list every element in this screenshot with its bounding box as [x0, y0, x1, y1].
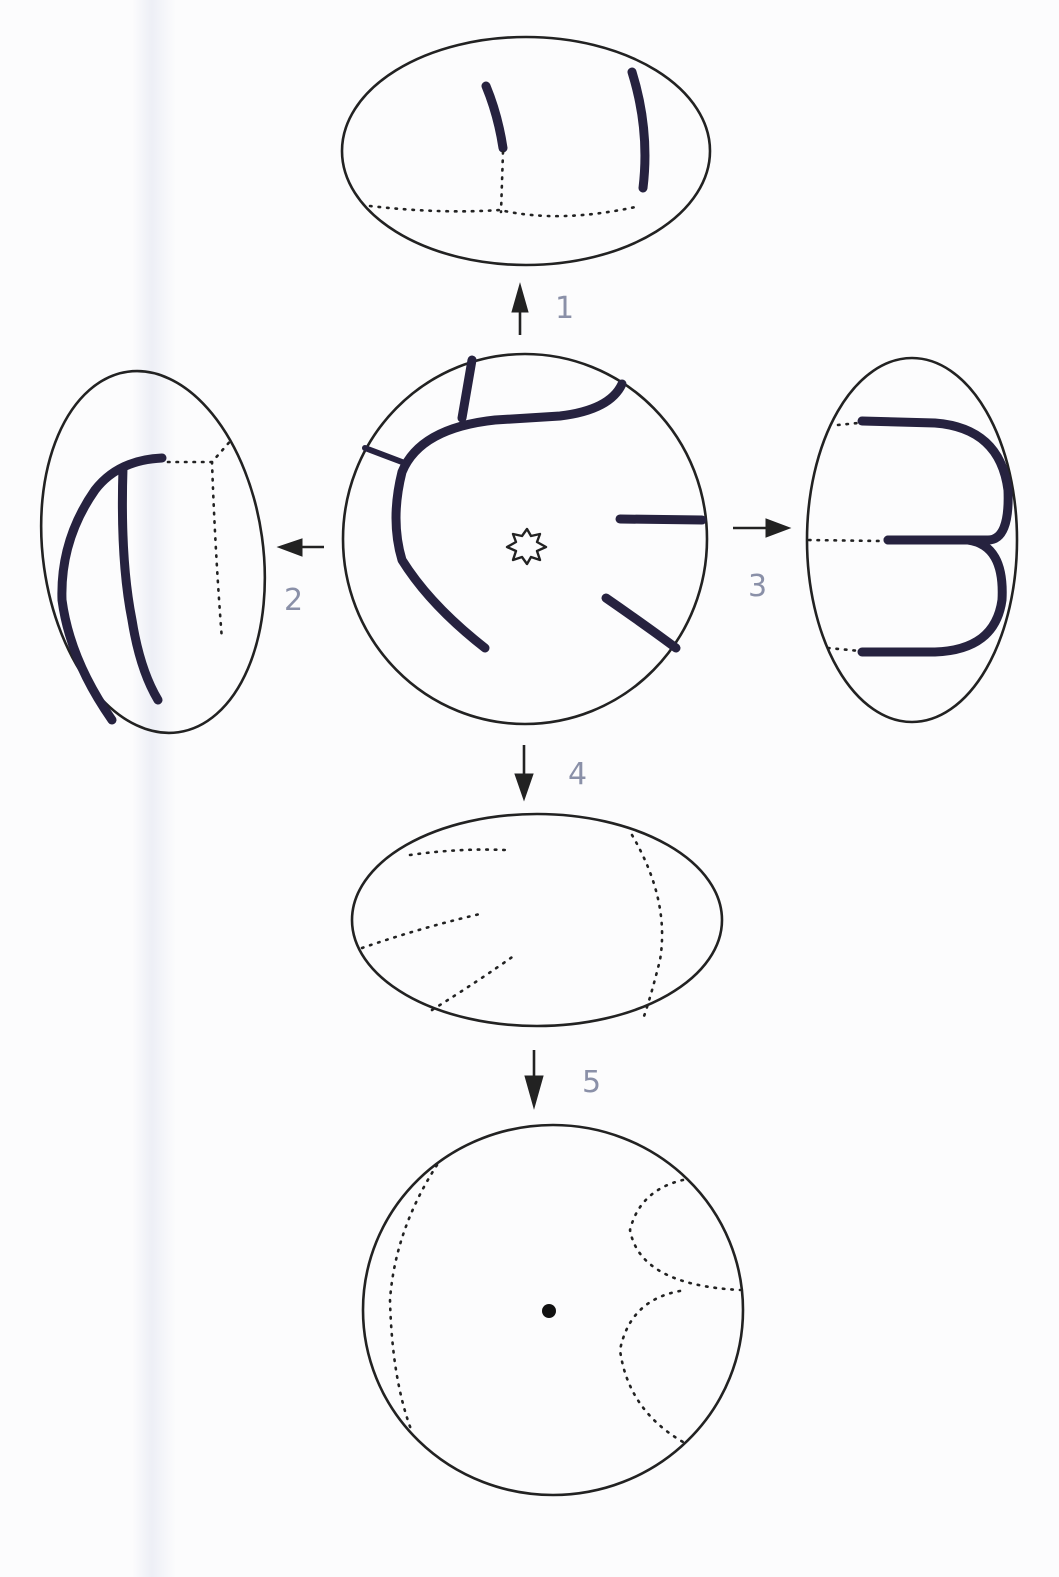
top-view: [342, 37, 710, 265]
left-dotted-vertical: [212, 462, 222, 640]
right-curve-upper: [862, 421, 1008, 540]
arrow-1-up: [512, 284, 528, 335]
bottom-view: [363, 1125, 743, 1495]
center-line-right: [620, 519, 702, 520]
center-dot: [542, 1304, 556, 1318]
star-icon: [507, 529, 546, 564]
top-line-left: [486, 86, 503, 148]
right-curve-lower: [862, 540, 1002, 652]
right-dotted-mid: [809, 540, 880, 541]
center-curve-main: [396, 384, 622, 648]
arrow-2-left: [278, 539, 324, 556]
lower-dotted-3: [432, 955, 515, 1010]
arrow-5-down: [525, 1050, 543, 1108]
step-label-1: 1: [555, 291, 574, 326]
right-dotted-top: [838, 423, 858, 425]
bottom-dotted-upper-lobe: [630, 1180, 740, 1290]
center-line-left: [365, 448, 402, 462]
step-label-4: 4: [568, 757, 587, 792]
center-line-top: [462, 360, 472, 418]
step-label-3: 3: [748, 569, 767, 604]
top-dotted-vertical: [501, 152, 503, 212]
step-label-2: 2: [284, 583, 303, 618]
lower-dotted-right: [632, 835, 662, 1022]
right-view: [807, 358, 1017, 722]
lower-outline: [352, 814, 722, 1026]
left-view: [19, 356, 288, 747]
arrow-3-right: [733, 519, 790, 537]
top-dotted-base: [370, 206, 640, 216]
lower-dotted-1: [410, 850, 505, 855]
lower-view: [352, 814, 722, 1026]
center-view: [343, 354, 707, 724]
top-outline: [342, 37, 710, 265]
arrow-4-down: [515, 745, 533, 800]
right-dotted-bottom: [828, 648, 860, 651]
left-line-inner: [122, 468, 158, 700]
lower-dotted-2: [362, 914, 480, 948]
left-dotted-top: [168, 438, 233, 462]
center-line-lower-right: [606, 598, 676, 648]
step-label-5: 5: [582, 1065, 601, 1100]
bottom-dotted-lower-lobe: [620, 1291, 683, 1442]
top-line-right: [632, 72, 645, 188]
